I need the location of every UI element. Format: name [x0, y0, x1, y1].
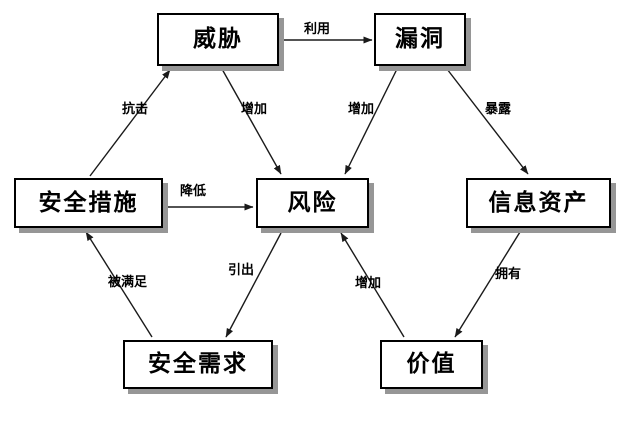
- edge-label-vulnerability-exposes-asset: 暴露: [485, 102, 512, 117]
- node-threat-label: 威胁: [193, 26, 243, 52]
- edge-label-threat-exploits-vulnerability: 利用: [304, 22, 331, 37]
- edge-risk-derives-requirement: [225, 232, 282, 338]
- edge-requirement-satisfied-by-safeguard: [85, 231, 153, 338]
- edge-safeguard-counters-threat: [89, 69, 171, 177]
- edge-label-risk-derives-requirement: 引出: [228, 263, 255, 278]
- node-risk[interactable]: 风险: [256, 178, 369, 228]
- edge-label-value-increases-risk: 增加: [355, 276, 382, 291]
- edge-label-vulnerability-increases-risk: 增加: [348, 102, 375, 117]
- edge-label-safeguard-reduces-risk: 降低: [180, 184, 207, 199]
- node-value-label: 价值: [406, 351, 457, 377]
- edge-label-asset-has-value: 拥有: [495, 267, 522, 282]
- node-safeguard-label: 安全措施: [38, 189, 139, 216]
- node-safeguard[interactable]: 安全措施: [14, 178, 163, 228]
- node-asset-label: 信息资产: [488, 189, 589, 216]
- node-value[interactable]: 价值: [380, 340, 483, 389]
- edge-threat-increases-risk: [221, 68, 282, 175]
- node-asset[interactable]: 信息资产: [466, 178, 611, 228]
- node-vulnerability-label: 漏洞: [395, 26, 445, 52]
- edge-value-increases-risk: [340, 232, 405, 338]
- edge-label-safeguard-counters-threat: 抗击: [122, 102, 149, 117]
- edge-label-requirement-satisfied-by-safeguard: 被满足: [108, 275, 148, 290]
- edge-vulnerability-increases-risk: [344, 68, 398, 175]
- node-vulnerability[interactable]: 漏洞: [374, 13, 466, 66]
- node-threat[interactable]: 威胁: [157, 13, 279, 66]
- node-requirement-label: 安全需求: [148, 351, 248, 377]
- node-risk-label: 风险: [287, 189, 338, 216]
- edge-vulnerability-exposes-asset: [446, 68, 529, 175]
- node-requirement[interactable]: 安全需求: [123, 340, 273, 389]
- edge-label-threat-increases-risk: 增加: [241, 102, 268, 117]
- edge-asset-has-value: [454, 231, 521, 338]
